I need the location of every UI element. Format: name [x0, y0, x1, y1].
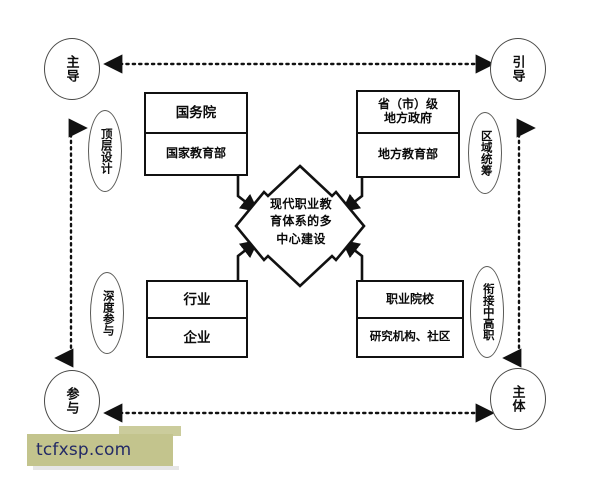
actor-cell-secondary: 国家教育部: [165, 146, 226, 161]
actor-box-state-council: 国务院 国家教育部: [144, 92, 248, 176]
watermark-shadow: [33, 466, 179, 470]
role-ellipse-top-left: 主导: [44, 38, 100, 100]
center-label: 现代职业教 育体系的多 中心建设: [255, 196, 347, 248]
relation-label-right-upper: 区域统筹: [479, 130, 492, 176]
actor-cell-primary: 国务院: [146, 94, 246, 134]
role-label-top-left: 主导: [64, 55, 80, 83]
relation-ellipse-right-lower: 衔接中高职: [470, 266, 504, 358]
actor-cell-secondary: 研究机构、社区: [369, 330, 451, 343]
watermark: tcfxsp.com: [27, 434, 173, 466]
center-label-line3: 中心建设: [276, 231, 326, 246]
center-star-shape: [232, 162, 368, 290]
actor-cell-primary-line2: 地方政府: [383, 111, 432, 125]
watermark-accent-bar: [119, 426, 181, 436]
role-label-bottom-right: 主体: [510, 385, 526, 413]
actor-cell-primary: 行业: [148, 282, 246, 319]
actor-cell-secondary: 地方教育部: [377, 147, 438, 162]
role-label-top-right: 引导: [510, 55, 526, 83]
actor-box-industry-enterprise: 行业 企业: [146, 280, 248, 358]
relation-label-left-upper: 顶层设计: [99, 128, 112, 174]
center-label-line2: 育体系的多: [269, 214, 332, 229]
role-ellipse-bottom-left: 参与: [44, 370, 100, 432]
role-label-bottom-left: 参与: [64, 387, 80, 415]
relation-label-right-lower: 衔接中高职: [481, 283, 494, 341]
frame-arrow-right: [502, 118, 536, 368]
frame-arrow-bottom: [103, 403, 495, 423]
center-label-line1: 现代职业教: [269, 197, 332, 211]
frame-arrow-left: [54, 118, 88, 368]
relation-label-left-lower: 深度参与: [101, 290, 114, 336]
role-ellipse-top-right: 引导: [490, 38, 546, 100]
actor-cell-primary-line1: 省（市）级: [377, 97, 438, 112]
actor-cell-primary: 省（市）级 地方政府: [358, 92, 458, 134]
actor-cell-primary: 职业院校: [358, 282, 462, 319]
relation-ellipse-left-lower: 深度参与: [90, 272, 124, 354]
watermark-text: tcfxsp.com: [36, 440, 132, 460]
relation-ellipse-right-upper: 区域统筹: [468, 112, 502, 194]
role-ellipse-bottom-right: 主体: [490, 368, 546, 430]
actor-box-vocational-colleges: 职业院校 研究机构、社区: [356, 280, 464, 358]
frame-arrow-top: [103, 54, 495, 74]
relation-ellipse-left-upper: 顶层设计: [88, 110, 122, 192]
actor-box-provincial-government: 省（市）级 地方政府 地方教育部: [356, 90, 460, 178]
actor-cell-secondary: 企业: [183, 329, 211, 345]
